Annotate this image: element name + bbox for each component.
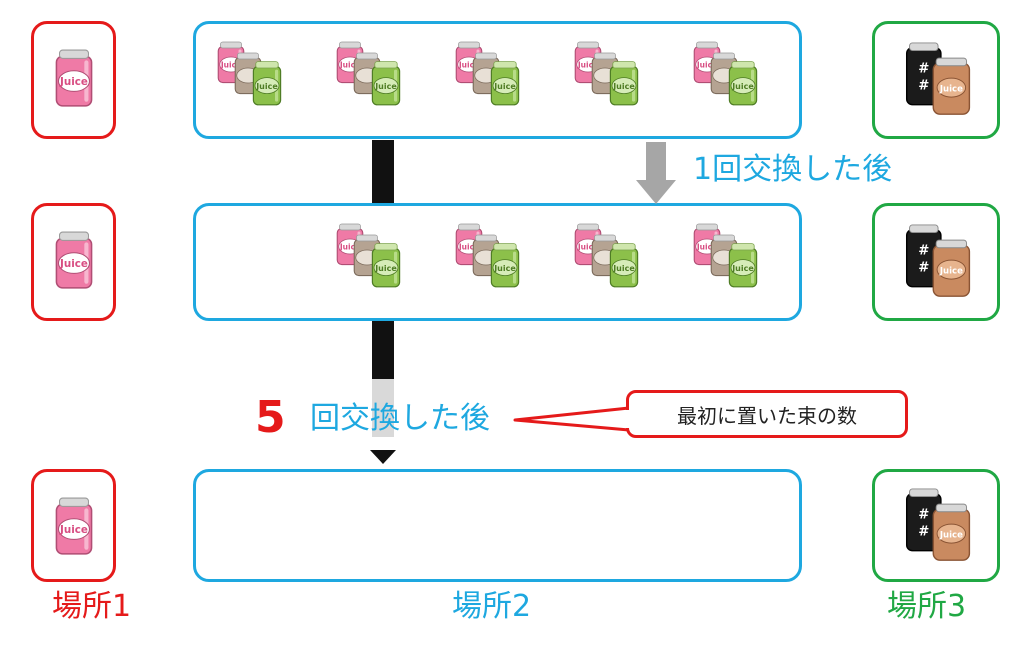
place3-label: 場所3 — [887, 589, 967, 624]
place1-box-row3 — [31, 469, 116, 582]
after-n-exchanges-label: 回交換した後 — [310, 401, 490, 436]
juice-bundle-icon — [693, 223, 758, 288]
place3-box-row3 — [872, 469, 1000, 582]
place1-box-row2 — [31, 203, 116, 321]
juice-bundle-icon — [455, 223, 520, 288]
juice-bundle-icon — [336, 41, 401, 106]
dark-cans-icon — [901, 42, 977, 118]
after-one-exchange-label: 1回交換した後 — [693, 152, 893, 187]
place1-box-row1 — [31, 21, 116, 139]
juice-can-pink-icon — [52, 496, 96, 558]
place2-box-row1 — [193, 21, 802, 139]
exchange-arrow — [636, 142, 676, 204]
place3-box-row2 — [872, 203, 1000, 321]
place2-label: 場所2 — [452, 589, 532, 624]
callout-pointer — [513, 406, 631, 432]
juice-can-pink-icon — [52, 48, 96, 110]
place2-box-row3 — [193, 469, 802, 582]
place3-box-row1 — [872, 21, 1000, 139]
callout-pointer-join — [626, 410, 629, 428]
juice-bundle-icon — [217, 41, 282, 106]
juice-can-pink-icon — [52, 230, 96, 292]
exchange-count-number: 5 — [255, 392, 286, 443]
juice-bundle-icon — [455, 41, 520, 106]
place2-box-row2 — [193, 203, 802, 321]
place1-label: 場所1 — [52, 589, 132, 624]
juice-bundle-icon — [693, 41, 758, 106]
progression-arrow — [370, 140, 396, 464]
juice-bundle-icon — [574, 223, 639, 288]
callout-initial-bundles: 最初に置いた束の数 — [626, 390, 908, 438]
juice-bundle-icon — [574, 41, 639, 106]
dark-cans-icon — [901, 224, 977, 300]
dark-cans-icon — [901, 488, 977, 564]
